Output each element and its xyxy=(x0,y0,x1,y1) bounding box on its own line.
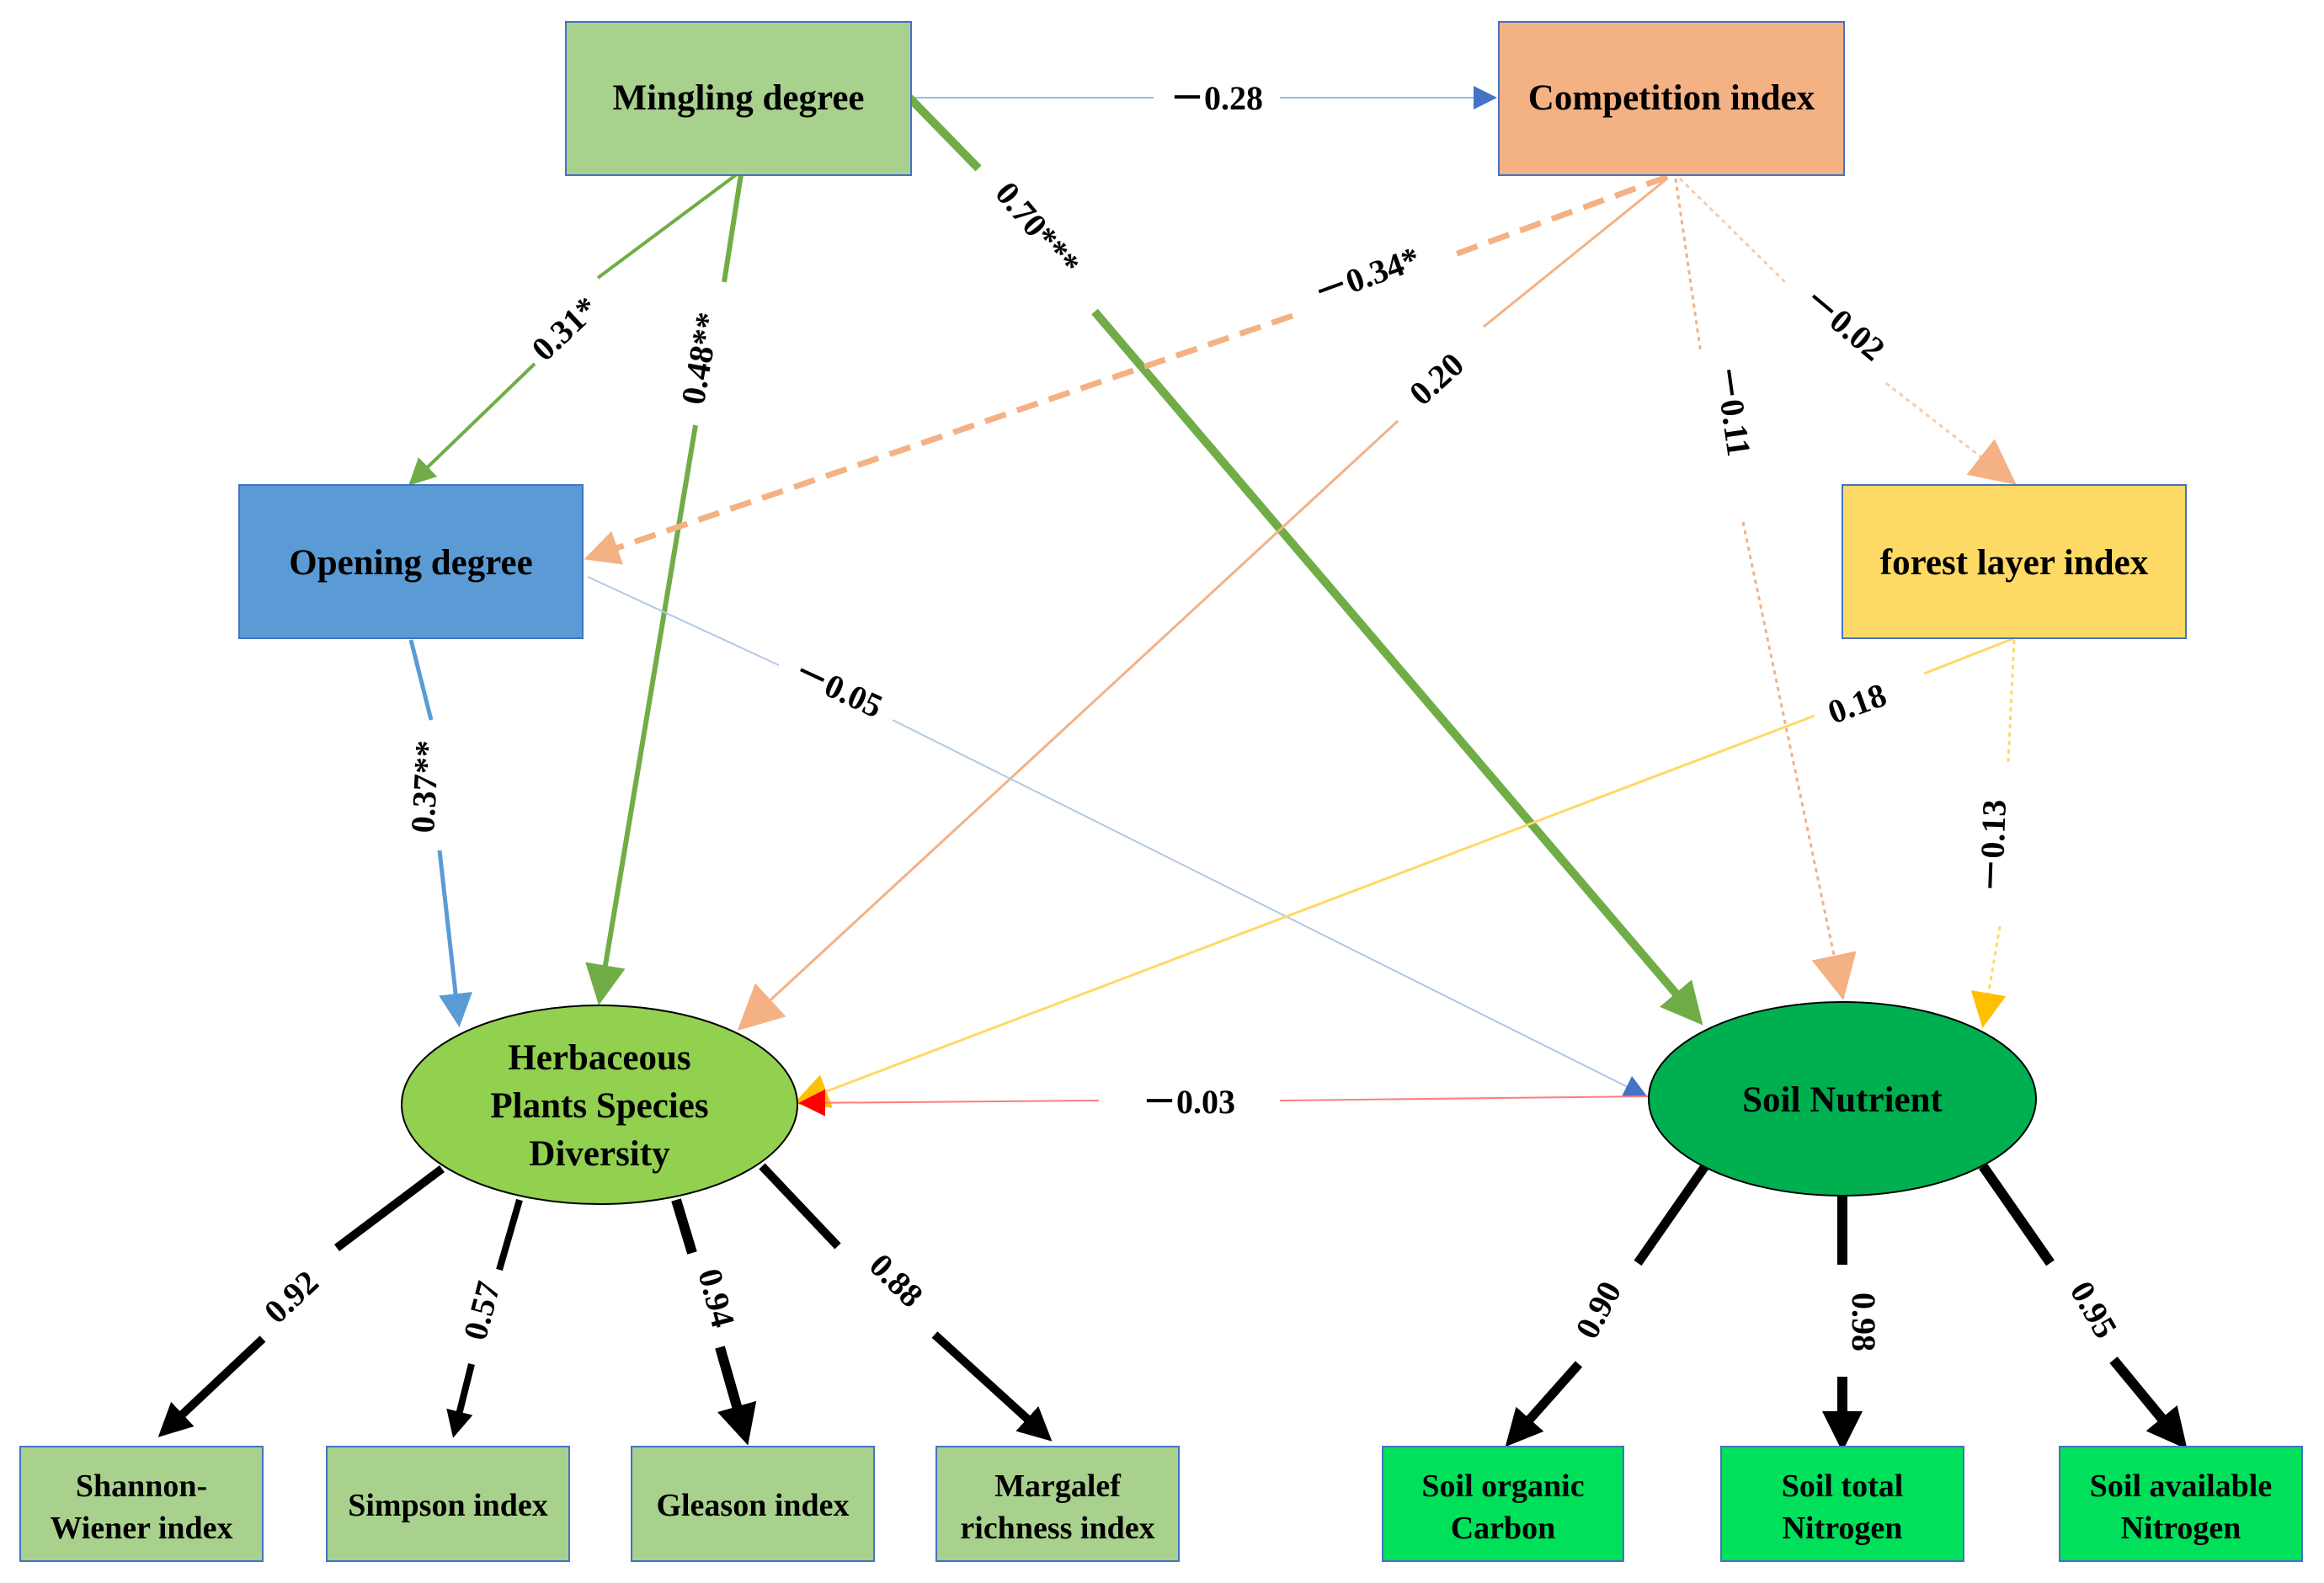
svg-text:Nitrogen: Nitrogen xyxy=(1783,1511,1903,1546)
node-gleason-index: Gleason index xyxy=(631,1446,875,1562)
svg-text:Mingling degree: Mingling degree xyxy=(613,78,865,118)
path-herb-margalef-b xyxy=(931,1331,1053,1442)
node-mingling-degree: Mingling degree xyxy=(565,21,912,176)
path-competition-forest-a xyxy=(1678,177,1787,284)
coef-forest-soil: －0.13 xyxy=(1972,799,2013,893)
coef-herb-margalef: 0.88 xyxy=(862,1246,930,1314)
svg-text:Wiener index: Wiener index xyxy=(50,1511,232,1546)
node-margalef-richness-index: Margalef richness index xyxy=(935,1446,1180,1562)
path-mingling-herbaceous-b xyxy=(585,424,698,1005)
path-competition-opening-b xyxy=(584,312,1294,565)
svg-text:Simpson index: Simpson index xyxy=(348,1488,548,1523)
coef-competition-forest: －0.02 xyxy=(1797,280,1892,368)
path-opening-herbaceous-a xyxy=(408,639,434,721)
coef-competition-soil: －0.11 xyxy=(1708,364,1759,459)
svg-text:Plants Species: Plants Species xyxy=(490,1086,708,1126)
path-soil-herbaceous-b xyxy=(798,1089,1100,1117)
path-soil-herbaceous-a xyxy=(1279,1095,1650,1101)
svg-text:Opening degree: Opening degree xyxy=(289,543,532,583)
node-opening-degree: Opening degree xyxy=(238,484,584,639)
path-forest-soil-a xyxy=(2007,639,2016,763)
path-herb-shannon-b xyxy=(157,1335,266,1437)
path-mingling-opening-a xyxy=(596,173,738,280)
path-herb-gleason-a xyxy=(671,1198,697,1255)
path-opening-soil-a xyxy=(587,576,780,666)
coef-opening-soil: －0.05 xyxy=(788,652,888,725)
coef-competition-herbaceous: 0.20 xyxy=(1402,345,1471,413)
coef-soil-stn: 0.98 xyxy=(1845,1293,1883,1351)
coef-forest-herbaceous: 0.18 xyxy=(1823,675,1891,731)
path-mingling-soil-b xyxy=(1091,308,1703,1026)
node-soil-total-nitrogen: Soil total Nitrogen xyxy=(1720,1446,1964,1562)
node-herbaceous-diversity: Herbaceous Plants Species Diversity xyxy=(401,1005,798,1205)
path-soil-soc-b xyxy=(1505,1361,1583,1447)
path-opening-herbaceous-b xyxy=(437,850,472,1027)
coef-soil-san: 0.95 xyxy=(2063,1275,2125,1345)
path-competition-opening-a xyxy=(1447,173,1669,260)
path-herb-simpson-b xyxy=(446,1363,475,1438)
svg-text:Carbon: Carbon xyxy=(1451,1511,1556,1546)
svg-text:Soil total: Soil total xyxy=(1782,1468,1904,1504)
svg-text:richness index: richness index xyxy=(960,1511,1154,1546)
svg-text:Shannon-: Shannon- xyxy=(76,1468,207,1504)
node-shannon-wiener-index: Shannon- Wiener index xyxy=(19,1446,264,1562)
path-competition-herbaceous-a xyxy=(1483,177,1668,328)
path-opening-soil-b xyxy=(892,719,1648,1097)
coef-opening-herbaceous: 0.37** xyxy=(403,739,446,834)
path-soil-san-a xyxy=(1979,1163,2055,1266)
svg-text:Soil available: Soil available xyxy=(2090,1468,2272,1504)
path-forest-soil-b xyxy=(1970,925,2007,1028)
node-soil-available-nitrogen: Soil available Nitrogen xyxy=(2059,1446,2303,1562)
path-soil-san-b xyxy=(2109,1356,2188,1450)
node-soil-nutrient: Soil Nutrient xyxy=(1648,1001,2037,1197)
path-soil-soc-a xyxy=(1634,1163,1709,1266)
svg-text:Margalef: Margalef xyxy=(994,1468,1122,1504)
path-herb-shannon-a xyxy=(333,1165,445,1251)
coef-herb-shannon: 0.92 xyxy=(257,1263,326,1331)
node-competition-index: Competition index xyxy=(1498,21,1845,176)
path-mingling-opening-b xyxy=(408,362,536,486)
coef-herb-gleason: 0.94 xyxy=(690,1265,743,1331)
node-soil-organic-carbon: Soil organic Carbon xyxy=(1382,1446,1624,1562)
path-mingling-soil-a xyxy=(906,94,982,172)
path-herb-simpson-a xyxy=(496,1198,523,1271)
svg-text:Diversity: Diversity xyxy=(529,1134,670,1174)
svg-text:forest layer index: forest layer index xyxy=(1880,543,2149,583)
path-competition-soil-a xyxy=(1674,178,1703,354)
coef-mingling-herbaceous: 0.48** xyxy=(674,310,727,408)
svg-text:Competition index: Competition index xyxy=(1528,78,1815,118)
svg-text:Herbaceous: Herbaceous xyxy=(508,1038,690,1078)
coef-herb-simpson: 0.57 xyxy=(456,1277,508,1344)
coef-competition-opening: －0.34* xyxy=(1309,239,1426,312)
path-mingling-herbaceous-a xyxy=(722,173,744,283)
path-forest-herbaceous-a xyxy=(1923,637,2015,675)
path-forest-herbaceous-b xyxy=(793,714,1815,1108)
node-forest-layer-index: forest layer index xyxy=(1842,484,2187,639)
path-competition-forest-b xyxy=(1885,381,2017,485)
coef-soil-soc: 0.90 xyxy=(1568,1275,1629,1345)
node-simpson-index: Simpson index xyxy=(326,1446,570,1562)
path-herb-margalef-a xyxy=(759,1163,841,1250)
coef-soil-herbaceous: －0.03 xyxy=(1143,1083,1235,1121)
svg-text:Soil organic: Soil organic xyxy=(1421,1468,1584,1504)
coef-mingling-soil: 0.70*** xyxy=(988,174,1087,283)
coef-mingling-competition: －0.28 xyxy=(1170,79,1263,117)
path-herb-gleason-b xyxy=(715,1346,757,1446)
svg-text:Nitrogen: Nitrogen xyxy=(2121,1511,2241,1546)
path-competition-soil-b xyxy=(1741,521,1857,1000)
coef-mingling-opening: 0.31* xyxy=(525,289,606,368)
svg-text:Soil Nutrient: Soil Nutrient xyxy=(1742,1080,1943,1120)
svg-text:Gleason index: Gleason index xyxy=(656,1488,849,1523)
path-competition-herbaceous-b xyxy=(737,419,1399,1031)
